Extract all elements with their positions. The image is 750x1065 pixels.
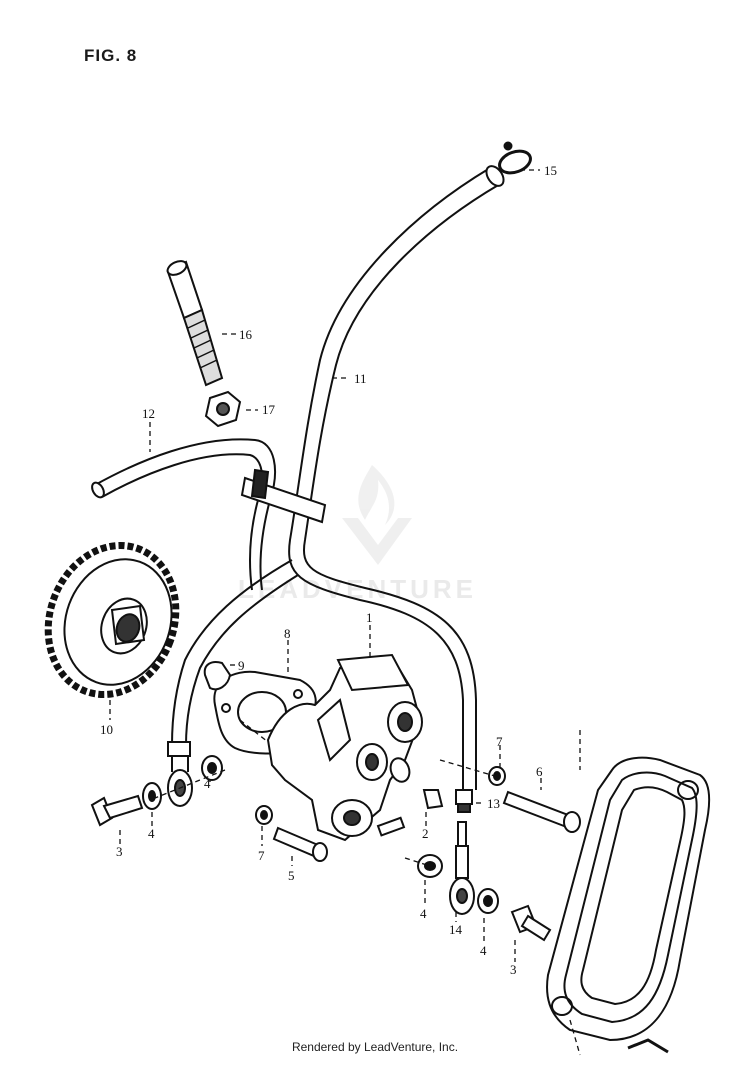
callout-2: 2 (422, 826, 429, 841)
callout-3-right: 3 (510, 962, 517, 977)
o-ring-9 (203, 661, 232, 691)
hose-clip-15 (498, 141, 532, 175)
pump-drive-gear-10 (44, 542, 180, 698)
callout-5: 5 (288, 868, 295, 883)
callout-6: 6 (536, 764, 543, 779)
hose-clamp-bracket (240, 468, 327, 524)
union-bolts-3 (90, 794, 552, 942)
callout-16: 16 (239, 327, 253, 342)
washers-7 (255, 766, 506, 825)
callout-4-left: 4 (148, 826, 155, 841)
callout-17: 17 (262, 402, 276, 417)
callout-9: 9 (238, 658, 245, 673)
breather-hose-12 (91, 438, 276, 591)
screw-2 (422, 789, 444, 810)
callout-11: 11 (354, 371, 367, 386)
washers-4 (142, 755, 499, 914)
callout-1: 1 (366, 610, 373, 625)
nut-17 (204, 390, 242, 428)
screw-5 (272, 826, 328, 862)
render-credit: Rendered by LeadVenture, Inc. (291, 1040, 459, 1054)
callout-13: 13 (487, 796, 500, 811)
union-bolt-16 (166, 260, 224, 387)
hose-fitting-13 (455, 789, 473, 813)
callout-8: 8 (284, 626, 291, 641)
leader-lines (109, 169, 581, 1056)
callout-15: 15 (544, 163, 557, 178)
pump-cover (546, 756, 711, 1054)
callout-7-lower: 7 (258, 848, 265, 863)
oil-pump-1 (266, 653, 423, 842)
callout-labels: 15 16 11 17 12 1 8 9 10 7 6 13 4 3 4 4 2… (100, 163, 557, 977)
callout-14: 14 (449, 922, 463, 937)
callout-4-center: 4 (420, 906, 427, 921)
bolt-6 (502, 790, 581, 833)
callout-10: 10 (100, 722, 113, 737)
callout-7-upper: 7 (496, 734, 503, 749)
banjo-fitting-14 (449, 821, 475, 915)
callout-4-left-upper: 4 (204, 776, 211, 791)
callout-12: 12 (142, 406, 155, 421)
figure-title: FIG. 8 (84, 46, 138, 65)
callout-3-left: 3 (116, 844, 123, 859)
callout-4-right: 4 (480, 943, 487, 958)
banjo-fitting-left (167, 741, 193, 807)
